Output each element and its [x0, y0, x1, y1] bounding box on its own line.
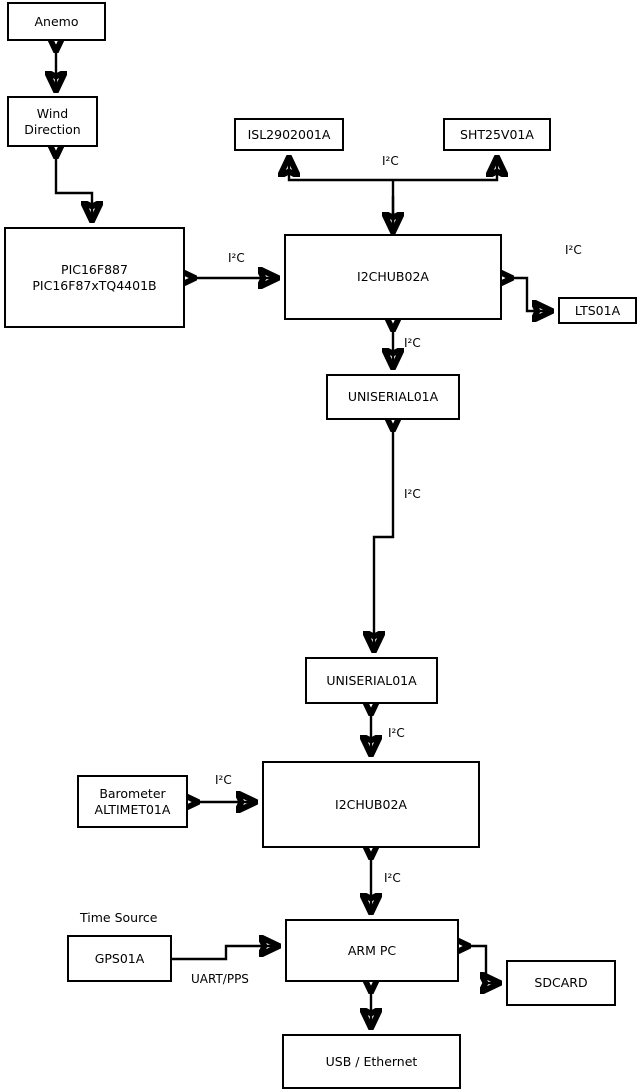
node-gps01a-label: GPS01A	[94, 950, 145, 966]
node-sdcard[interactable]: SDCARD	[506, 960, 616, 1006]
node-sht25v01a[interactable]: SHT25V01A	[443, 118, 551, 151]
node-barometer-altimet01a[interactable]: Barometer ALTIMET01A	[77, 775, 188, 828]
edge-label-i2c-uniserial-link: I²C	[404, 487, 421, 501]
node-isl2902001a[interactable]: ISL2902001A	[234, 118, 344, 151]
edge-label-uart-pps: UART/PPS	[191, 972, 249, 986]
node-sht25v01a-label: SHT25V01A	[460, 126, 534, 142]
node-barometer-altimet01a-label: Barometer ALTIMET01A	[94, 785, 171, 817]
node-uniserial01a-top-label: UNISERIAL01A	[347, 389, 439, 405]
connector-pic-wind-direction	[56, 155, 92, 219]
connector-gps-armpc	[172, 946, 277, 961]
node-pic16f887-label: PIC16F887 PIC16F87xTQ4401B	[32, 261, 157, 293]
node-gps01a[interactable]: GPS01A	[67, 935, 172, 982]
label-time-source: Time Source	[80, 910, 158, 925]
node-isl2902001a-label: ISL2902001A	[247, 126, 331, 142]
node-i2chub02a-bottom-label: I2CHUB02A	[335, 796, 407, 812]
edge-label-i2c-pic-hub: I²C	[228, 251, 245, 265]
node-uniserial01a-bottom[interactable]: UNISERIAL01A	[305, 657, 438, 704]
connector-i2chub-top-fanout	[289, 159, 497, 226]
edge-label-i2c-barometer-hub: I²C	[215, 773, 232, 787]
node-i2chub02a-bottom[interactable]: I2CHUB02A	[262, 761, 480, 848]
node-uniserial01a-bottom-label: UNISERIAL01A	[326, 672, 417, 688]
node-lts01a-label: LTS01A	[574, 302, 621, 318]
edge-label-i2c-top-fanout: I²C	[382, 154, 399, 168]
connector-i2chub-top-lts	[510, 278, 550, 311]
node-usb-ethernet[interactable]: USB / Ethernet	[282, 1034, 461, 1089]
connector-armpc-sdcard	[467, 946, 498, 983]
node-wind-direction-label: Wind Direction	[24, 105, 81, 137]
node-uniserial01a-top[interactable]: UNISERIAL01A	[326, 374, 460, 420]
edge-label-i2c-hub-armpc: I²C	[384, 871, 401, 885]
node-usb-ethernet-label: USB / Ethernet	[325, 1053, 418, 1069]
node-i2chub02a-top[interactable]: I2CHUB02A	[284, 234, 502, 320]
node-arm-pc[interactable]: ARM PC	[285, 919, 459, 982]
node-sdcard-label: SDCARD	[534, 975, 588, 991]
edge-label-i2c-hub-lts: I²C	[565, 243, 582, 257]
connector-uniserial-top-uniserial-bottom	[374, 428, 393, 649]
node-anemo-label: Anemo	[34, 13, 79, 29]
node-i2chub02a-top-label: I2CHUB02A	[357, 269, 429, 285]
edge-label-i2c-hub-uniserial: I²C	[404, 336, 421, 350]
node-arm-pc-label: ARM PC	[347, 942, 397, 958]
node-lts01a[interactable]: LTS01A	[558, 297, 637, 324]
node-wind-direction[interactable]: Wind Direction	[7, 96, 98, 147]
node-pic16f887[interactable]: PIC16F887 PIC16F87xTQ4401B	[4, 227, 185, 328]
edge-label-i2c-uniserial-hub-bottom: I²C	[388, 726, 405, 740]
node-anemo[interactable]: Anemo	[7, 2, 106, 41]
